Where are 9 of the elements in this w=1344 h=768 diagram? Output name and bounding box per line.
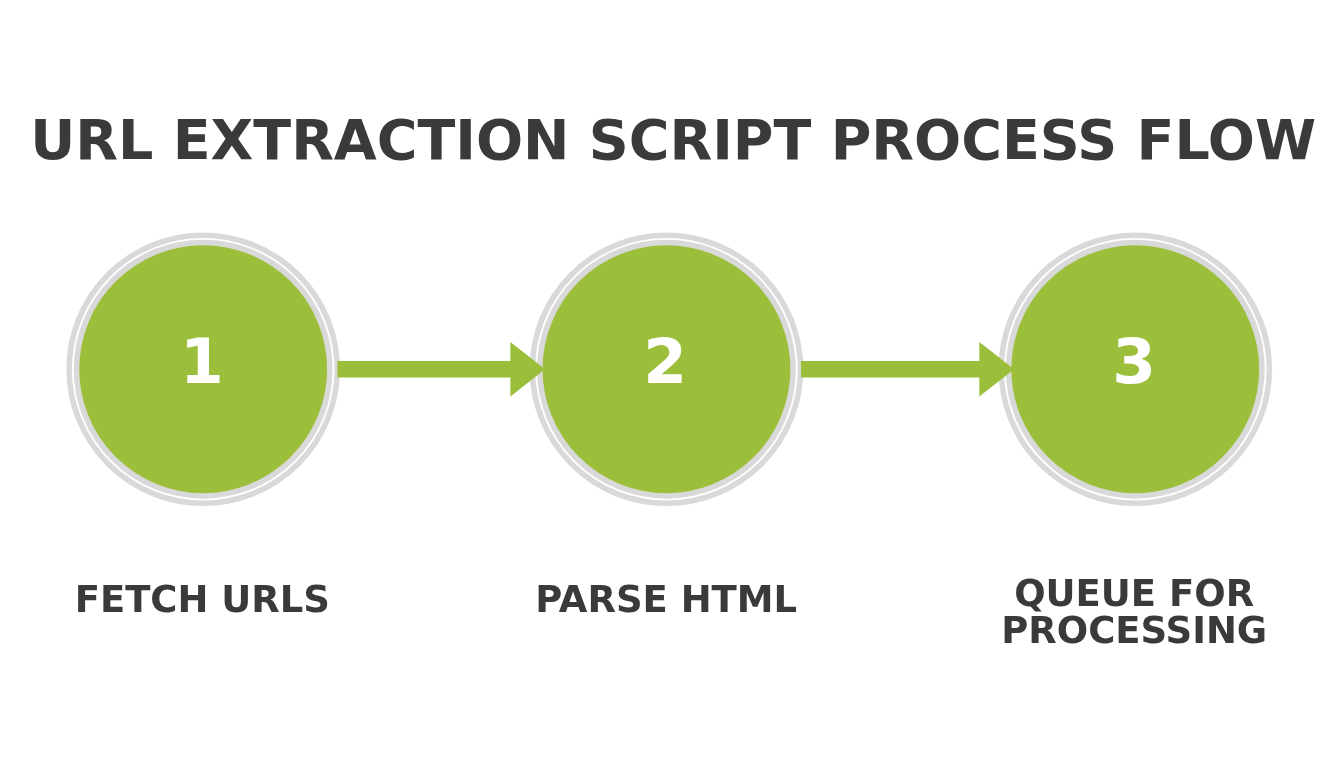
node-label: QUEUE FOR PROCESSING xyxy=(1001,571,1268,652)
node-label: PARSE HTML xyxy=(535,577,798,621)
node-circle: 2 xyxy=(529,231,804,506)
diagram-title: URL EXTRACTION SCRIPT PROCESS FLOW xyxy=(30,107,1317,172)
node-circle: 3 xyxy=(998,231,1273,506)
node-label: FETCH URLS xyxy=(74,577,330,621)
node-circle: 1 xyxy=(66,231,341,506)
arrow xyxy=(337,341,546,397)
arrow xyxy=(800,341,1015,397)
